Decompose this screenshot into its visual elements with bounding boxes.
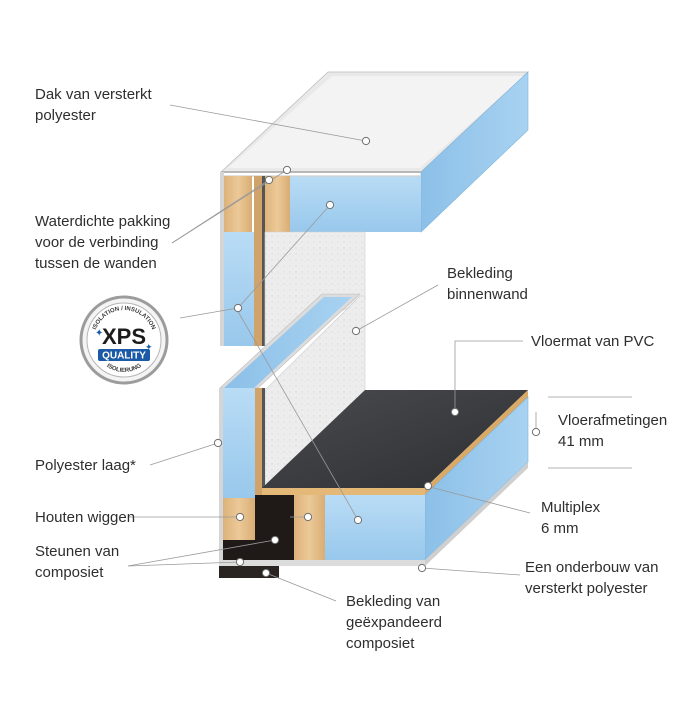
label-roof: Dak van versterkt polyester bbox=[35, 86, 152, 124]
label-inner-cladding: Bekleding binnenwand bbox=[447, 265, 528, 303]
svg-text:ISOLIERUNG: ISOLIERUNG bbox=[105, 363, 143, 374]
composite-support-1 bbox=[255, 495, 294, 560]
label-multiplex: Multiplex 6 mm bbox=[541, 499, 601, 537]
label-polyester-layer: Polyester laag* bbox=[35, 457, 136, 474]
roof-wood-wedge bbox=[224, 176, 252, 232]
pvc-floor-mat bbox=[262, 390, 528, 488]
floor-wood-wedge-left bbox=[223, 498, 255, 518]
floor-wood-wedge-right bbox=[294, 495, 325, 560]
label-substructure: Een onderbouw van versterkt polyester bbox=[525, 559, 659, 597]
wall-outer-skin bbox=[219, 388, 223, 578]
floor-insulation-front bbox=[325, 495, 425, 560]
badge-main-text: XPS bbox=[102, 324, 146, 349]
xps-quality-badge: ISOLATION / INSULATION ISOLIERUNG XPS QU… bbox=[79, 295, 169, 385]
roof-insulation-front bbox=[290, 176, 421, 232]
badge-bottom-text: ISOLIERUNG bbox=[105, 363, 143, 374]
label-floor-dimensions: Vloerafmetingen 41 mm bbox=[558, 412, 668, 450]
label-composite-supports: Steunen van composiet bbox=[35, 543, 120, 581]
label-expanded-cladding: Bekleding van geëxpandeerd composiet bbox=[346, 593, 442, 652]
wall-insulation bbox=[223, 388, 255, 498]
leader-dots bbox=[213, 136, 541, 578]
label-floor-mat: Vloermat van PVC bbox=[531, 333, 655, 350]
polyester-substructure bbox=[219, 560, 425, 566]
label-gasket: Waterdichte pakking voor de verbinding t… bbox=[35, 213, 171, 272]
floor-section bbox=[219, 293, 529, 578]
svg-text:✦: ✦ bbox=[145, 342, 153, 352]
roof-wall-outer-skin bbox=[220, 172, 224, 346]
label-wood-wedges: Houten wiggen bbox=[35, 509, 136, 526]
multiplex-layer bbox=[262, 488, 425, 495]
badge-sub-text: QUALITY bbox=[102, 351, 146, 362]
sparkle-icon: ✦ bbox=[95, 328, 103, 339]
roof-section bbox=[219, 71, 530, 347]
roof-wall-insulation bbox=[224, 232, 254, 346]
